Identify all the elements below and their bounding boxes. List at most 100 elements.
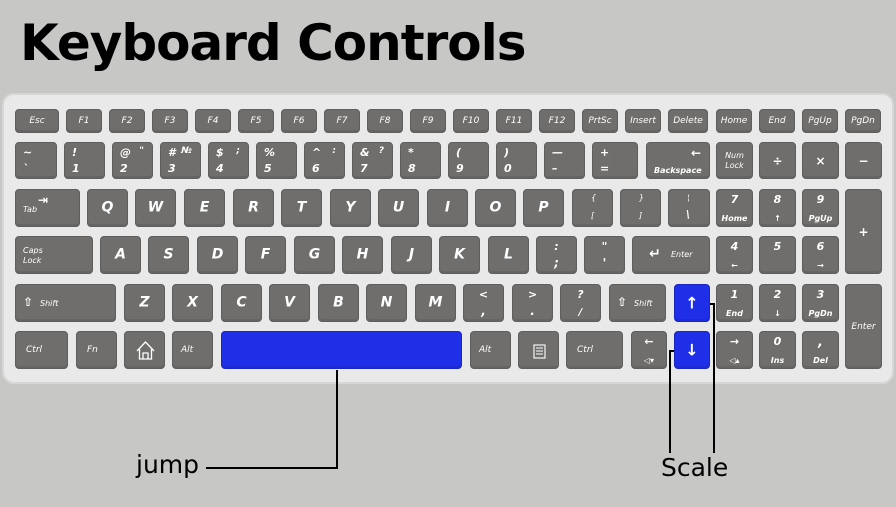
key-l[interactable]: L	[488, 236, 529, 274]
key-lbracket[interactable]: {[	[572, 189, 613, 227]
key-e[interactable]: E	[184, 189, 225, 227]
key-f7[interactable]: F7	[324, 109, 360, 133]
key-c[interactable]: C	[221, 284, 262, 322]
key-f8[interactable]: F8	[367, 109, 403, 133]
key-np-5[interactable]: 5	[759, 236, 796, 274]
key-period[interactable]: >.	[512, 284, 553, 322]
key-arrow-right[interactable]: →◁▴	[716, 331, 753, 369]
key-x[interactable]: X	[172, 284, 213, 322]
key-menu[interactable]	[518, 331, 559, 369]
key-delete[interactable]: Delete	[668, 109, 708, 133]
key-f10[interactable]: F10	[453, 109, 489, 133]
key-d[interactable]: D	[197, 236, 238, 274]
key-backslash[interactable]: ¦\	[668, 189, 710, 227]
key-shift-right[interactable]: ⇧Shift	[609, 284, 666, 322]
key-u[interactable]: U	[378, 189, 419, 227]
key-f6[interactable]: F6	[281, 109, 317, 133]
key-equals[interactable]: +=	[592, 142, 638, 179]
key-1[interactable]: !1	[64, 142, 105, 179]
key-alt-right[interactable]: Alt	[470, 331, 511, 369]
key-comma[interactable]: <,	[463, 284, 504, 322]
key-8[interactable]: *8	[400, 142, 441, 179]
key-np-minus[interactable]: −	[845, 142, 882, 179]
key-5[interactable]: %5	[256, 142, 297, 179]
key-h[interactable]: H	[342, 236, 383, 274]
key-9[interactable]: (9	[448, 142, 489, 179]
key-f11[interactable]: F11	[496, 109, 532, 133]
key-alt-left[interactable]: Alt	[172, 331, 213, 369]
key-o[interactable]: O	[475, 189, 516, 227]
key-space[interactable]	[221, 331, 462, 369]
key-slash[interactable]: ?/	[560, 284, 601, 322]
key-backspace[interactable]: ←Backspace	[646, 142, 710, 179]
key-np-4[interactable]: 4←	[716, 236, 753, 274]
key-t[interactable]: T	[281, 189, 322, 227]
key-fn[interactable]: Fn	[76, 331, 117, 369]
key-quote[interactable]: "'	[584, 236, 625, 274]
key-p[interactable]: P	[523, 189, 564, 227]
key-shift-left[interactable]: ⇧Shift	[15, 284, 116, 322]
key-semicolon[interactable]: :;	[536, 236, 577, 274]
key-n[interactable]: N	[366, 284, 407, 322]
key-arrow-down[interactable]: ↓	[674, 331, 710, 369]
key-i[interactable]: I	[427, 189, 468, 227]
key-ctrl-right[interactable]: Ctrl	[566, 331, 623, 369]
key-np-6[interactable]: 6→	[802, 236, 839, 274]
key-minus[interactable]: —–	[544, 142, 585, 179]
key-rbracket[interactable]: }]	[620, 189, 661, 227]
key-pgdn[interactable]: PgDn	[845, 109, 881, 133]
key-np-plus[interactable]: +	[845, 189, 882, 274]
key-w[interactable]: W	[135, 189, 176, 227]
key-f[interactable]: F	[245, 236, 286, 274]
key-f9[interactable]: F9	[410, 109, 446, 133]
key-np-dot[interactable]: ,Del	[802, 331, 839, 369]
key-q[interactable]: Q	[87, 189, 128, 227]
key-tab[interactable]: ⇥Tab	[15, 189, 80, 227]
key-home[interactable]: Home	[716, 109, 752, 133]
key-f4[interactable]: F4	[195, 109, 231, 133]
key-y[interactable]: Y	[330, 189, 371, 227]
key-ctrl-left[interactable]: Ctrl	[15, 331, 68, 369]
key-f3[interactable]: F3	[152, 109, 188, 133]
key-j[interactable]: J	[391, 236, 432, 274]
key-multiply[interactable]: ×	[802, 142, 839, 179]
key-z[interactable]: Z	[124, 284, 165, 322]
key-windows[interactable]	[124, 331, 165, 369]
key-arrow-up[interactable]: ↑	[674, 284, 710, 322]
key-insert[interactable]: Insert	[625, 109, 661, 133]
key-divide[interactable]: ÷	[759, 142, 796, 179]
key-k[interactable]: K	[439, 236, 480, 274]
key-a[interactable]: A	[100, 236, 141, 274]
key-r[interactable]: R	[233, 189, 274, 227]
key-enter[interactable]: ↵Enter	[632, 236, 710, 274]
key-g[interactable]: G	[294, 236, 335, 274]
key-2[interactable]: @"2	[112, 142, 153, 179]
key-7[interactable]: &?7	[352, 142, 393, 179]
key-m[interactable]: M	[415, 284, 456, 322]
key-v[interactable]: V	[269, 284, 310, 322]
key-6[interactable]: ^:6	[304, 142, 345, 179]
key-backtick[interactable]: ~`	[15, 142, 57, 179]
key-f12[interactable]: F12	[539, 109, 575, 133]
key-np-enter[interactable]: Enter	[845, 284, 882, 369]
key-end[interactable]: End	[759, 109, 795, 133]
key-f2[interactable]: F2	[109, 109, 145, 133]
key-0[interactable]: )0	[496, 142, 537, 179]
key-f5[interactable]: F5	[238, 109, 274, 133]
key-np-8[interactable]: 8↑	[759, 189, 796, 227]
key-np-2[interactable]: 2↓	[759, 284, 796, 322]
key-arrow-left[interactable]: ←◁▾	[631, 331, 667, 369]
key-s[interactable]: S	[148, 236, 189, 274]
key-esc[interactable]: Esc	[15, 109, 59, 133]
key-4[interactable]: $;4	[208, 142, 249, 179]
key-f1[interactable]: F1	[66, 109, 102, 133]
key-b[interactable]: B	[318, 284, 359, 322]
